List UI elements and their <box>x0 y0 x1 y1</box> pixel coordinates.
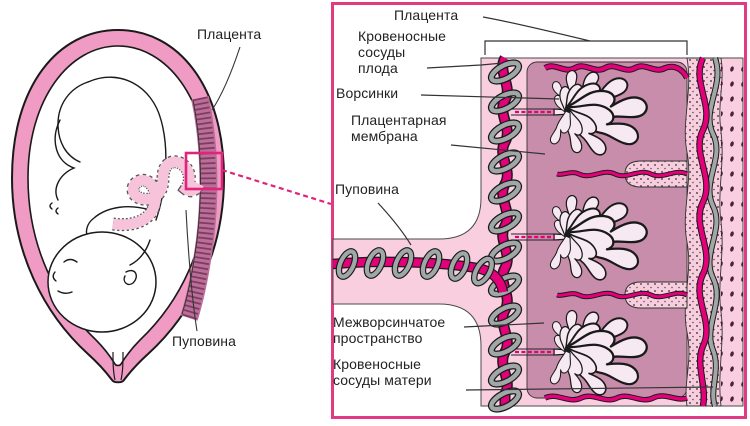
fetal-stem-vessels <box>511 108 559 356</box>
leader-umbilical-right <box>377 202 412 246</box>
label-villi: Ворсинки <box>336 85 399 101</box>
leader-maternal-vessels <box>465 386 714 391</box>
leader-placenta-left <box>211 46 241 111</box>
label-fetal-vessels: Кровеносные сосуды плода <box>358 28 446 76</box>
leader-umbilical-left <box>185 209 198 332</box>
fetus-head <box>47 231 157 333</box>
label-placenta-right: Плацента <box>394 7 459 23</box>
placenta-crescent <box>180 96 218 321</box>
maternal-vessels <box>696 56 721 408</box>
spiral-arteries <box>543 63 690 403</box>
umbilical-cord-horizontal <box>332 247 509 294</box>
leader-placenta-right <box>482 16 591 42</box>
label-placental-membrane: Плацентарная мембрана <box>351 112 447 144</box>
maternal-margin <box>721 58 743 406</box>
label-intervillous-space: Межворсинчатое пространство <box>333 314 446 346</box>
leader-villi <box>420 94 560 100</box>
zoom-connector-line <box>221 168 332 206</box>
label-umbilical-right: Пуповина <box>335 181 400 197</box>
label-umbilical-left: Пуповина <box>172 333 237 349</box>
label-maternal-vessels: Кровеносные сосуды матери <box>333 356 432 388</box>
leader-membrane <box>450 144 546 155</box>
cervix-canal <box>112 351 124 381</box>
leader-intervillous <box>463 322 545 328</box>
leader-lines <box>377 16 714 391</box>
label-placenta-left: Плацента <box>197 26 262 42</box>
uterus-overview-illustration <box>10 28 332 384</box>
placenta-bracket <box>484 40 688 55</box>
villous-trees <box>546 65 649 399</box>
placenta-detail-panel <box>331 2 747 419</box>
umbilical-cord-vertical <box>487 55 523 413</box>
leader-fetal-vessels <box>426 62 504 69</box>
